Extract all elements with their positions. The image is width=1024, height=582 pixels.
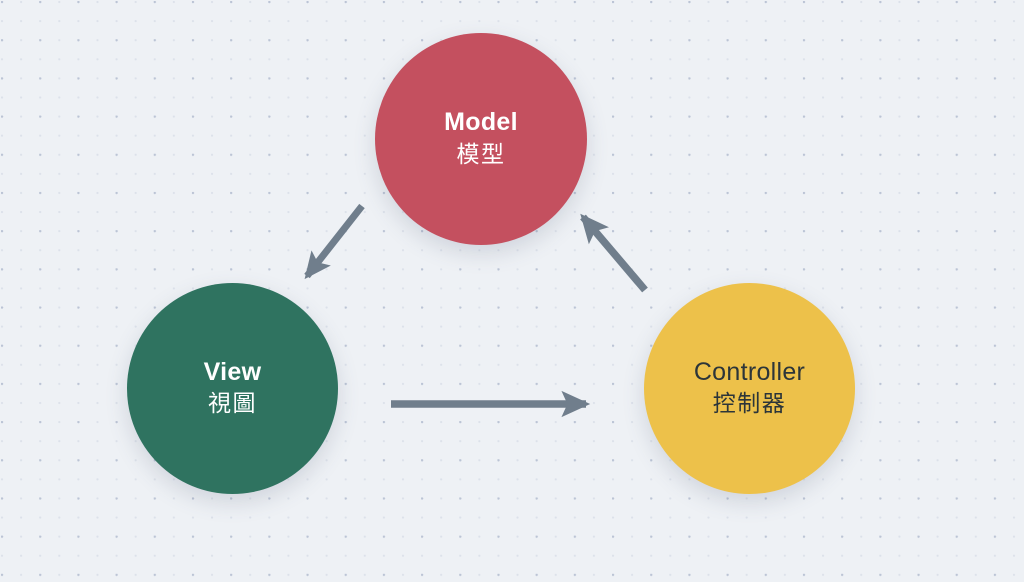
node-view-label-zh: 視圖 (208, 390, 257, 417)
node-model-label-zh: 模型 (456, 140, 506, 167)
node-controller-label-zh: 控制器 (712, 390, 787, 417)
node-model-label-en: Model (444, 108, 518, 137)
node-model[interactable]: Model 模型 (375, 33, 587, 245)
node-controller-label-en: Controller (693, 357, 806, 386)
edge-controller-to-model (580, 213, 648, 293)
edge-model-to-view (304, 203, 365, 280)
node-view[interactable]: View 視圖 (127, 283, 338, 494)
node-controller[interactable]: Controller 控制器 (644, 283, 855, 494)
node-view-label-en: View (203, 357, 262, 386)
